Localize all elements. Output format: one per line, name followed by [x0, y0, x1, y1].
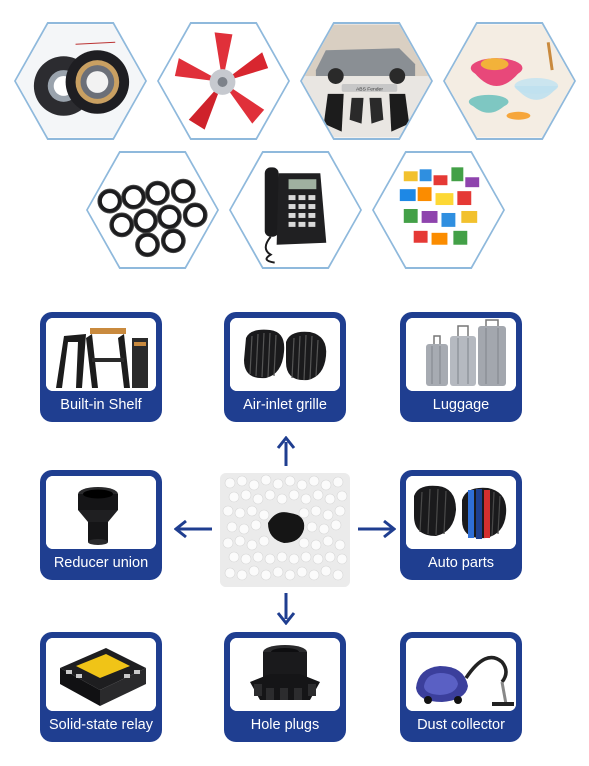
arrow-left-icon [174, 519, 212, 539]
bearing-icon [16, 24, 145, 138]
telephone-icon [231, 153, 360, 267]
arrow-down-icon [276, 593, 296, 625]
card-label: Auto parts [427, 555, 495, 571]
card-label: Hole plugs [250, 717, 320, 733]
card-dust-collector: Dust collector [400, 632, 522, 742]
collage-row-2 [0, 151, 589, 271]
hex-bowls [443, 22, 576, 140]
fender-caption: ABS Fender [356, 86, 383, 92]
hex-phone [229, 151, 362, 269]
hex-fan [157, 22, 290, 140]
card-auto-parts: Auto parts [400, 470, 522, 580]
reducer-union-icon [46, 476, 156, 549]
card-built-in-shelf: Built-in Shelf [40, 312, 162, 422]
card-label: Dust collector [417, 717, 505, 733]
relay-icon [46, 638, 156, 711]
vacuum-cleaner-icon [406, 638, 516, 711]
card-label: Reducer union [53, 555, 149, 571]
pipes-icon [88, 153, 217, 267]
toy-blocks-icon [374, 153, 503, 267]
card-solid-state-relay: Solid-state relay [40, 632, 162, 742]
kidney-grille-icon [230, 318, 340, 391]
workbench-icon [46, 318, 156, 391]
center-pellets-image [220, 473, 350, 587]
collage-row-1: ABS Fender [0, 22, 589, 142]
hex-bearing [14, 22, 147, 140]
card-hole-plugs: Hole plugs [224, 632, 346, 742]
arrow-right-icon [358, 519, 396, 539]
car-fender-icon: ABS Fender [302, 24, 431, 138]
hex-car: ABS Fender [300, 22, 433, 140]
card-air-inlet-grille: Air-inlet grille [224, 312, 346, 422]
card-reducer-union: Reducer union [40, 470, 162, 580]
arrow-up-icon [276, 436, 296, 466]
m-grille-icon [406, 476, 516, 549]
card-label: Air-inlet grille [243, 397, 327, 413]
card-label: Solid-state relay [49, 717, 153, 733]
card-luggage: Luggage [400, 312, 522, 422]
kitchen-bowls-icon [445, 24, 574, 138]
card-label: Built-in Shelf [60, 397, 142, 413]
card-label: Luggage [432, 397, 490, 413]
hex-pipes [86, 151, 219, 269]
fan-blade-icon [159, 24, 288, 138]
hex-blocks [372, 151, 505, 269]
luggage-icon [406, 318, 516, 391]
abs-pellets-icon [220, 473, 350, 587]
hole-plug-icon [230, 638, 340, 711]
